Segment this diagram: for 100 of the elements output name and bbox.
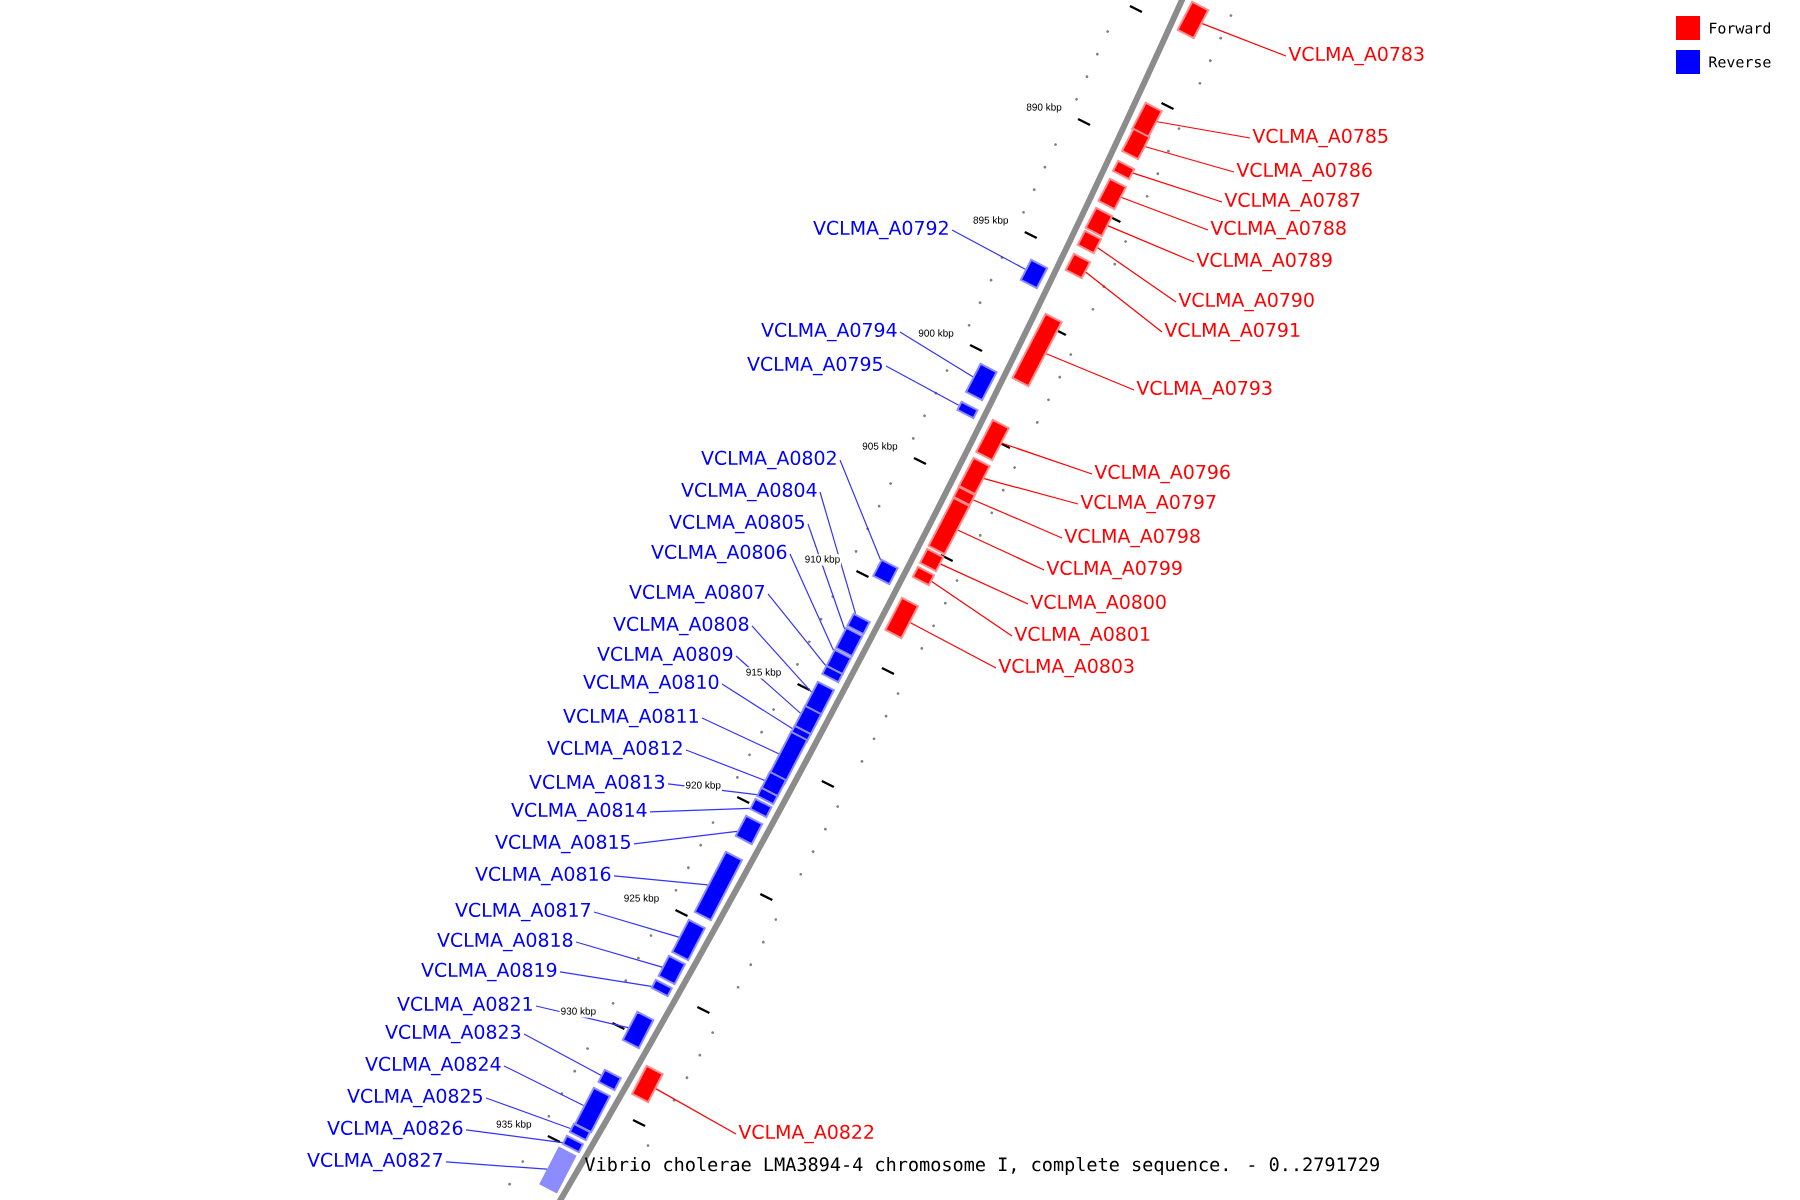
gene-block — [1084, 206, 1114, 238]
leader-line — [931, 581, 1013, 637]
leader-line — [940, 563, 1029, 605]
gene-label: VCLMA_A0823 — [385, 1024, 521, 1044]
gene-label: VCLMA_A0783 — [1288, 46, 1424, 66]
gene-label: VCLMA_A0812 — [547, 740, 682, 760]
gene-label: VCLMA_A0792 — [813, 220, 948, 240]
gene-block — [1019, 258, 1049, 290]
gene-label: VCLMA_A0794 — [761, 322, 897, 342]
gene-label: VCLMA_A0815 — [495, 834, 630, 854]
gene-label: VCLMA_A0788 — [1210, 220, 1346, 240]
leader-line — [593, 911, 680, 938]
gene-label: VCLMA_A0813 — [529, 774, 665, 794]
leader-line — [751, 625, 813, 693]
gene-label: VCLMA_A0827 — [307, 1152, 442, 1172]
leader-line — [1085, 271, 1163, 333]
gene-label: VCLMA_A0809 — [597, 646, 733, 666]
gene-label: VCLMA_A0816 — [475, 866, 611, 886]
gene-block — [621, 1010, 655, 1050]
leader-line — [559, 971, 652, 987]
gene-label: VCLMA_A0785 — [1252, 128, 1388, 148]
leader-line — [767, 593, 827, 667]
gene-block — [755, 786, 779, 806]
gene-label: VCLMA_A0803 — [998, 658, 1134, 678]
leader-line — [1201, 23, 1287, 57]
leader-line — [885, 365, 960, 406]
gene-block — [734, 814, 764, 846]
gene-label: VCLMA_A0824 — [365, 1056, 501, 1076]
gene-block — [872, 558, 899, 586]
leader-line — [701, 717, 780, 755]
gene-label: VCLMA_A0787 — [1224, 192, 1360, 212]
leader-line — [807, 523, 846, 630]
leader-line — [721, 683, 793, 730]
leader-line — [575, 941, 663, 968]
leader-line — [633, 830, 738, 845]
gene-block — [539, 1146, 577, 1194]
gene-label: VCLMA_A0817 — [455, 902, 590, 922]
leader-line — [503, 1065, 585, 1107]
gene-block — [846, 612, 871, 636]
gene-block — [748, 797, 773, 819]
leader-line — [1121, 196, 1209, 231]
leader-line — [649, 807, 750, 813]
gene-label: VCLMA_A0796 — [1094, 464, 1230, 484]
gene-block — [834, 626, 864, 658]
gene-label: VCLMA_A0808 — [613, 616, 749, 636]
gene-block — [1076, 229, 1103, 255]
leader-line — [485, 1097, 571, 1130]
leader-line — [535, 1005, 629, 1029]
leader-line — [1045, 353, 1135, 391]
gene-label: VCLMA_A0825 — [347, 1088, 482, 1108]
leader-line — [957, 529, 1045, 571]
gene-block — [793, 704, 823, 736]
gene-block — [1176, 0, 1210, 40]
leader-line — [899, 331, 974, 378]
leader-line — [983, 478, 1079, 505]
caption: Vibrio cholerae LMA3894-4 chromosome I, complete sequence. - 0..2791729 — [584, 1156, 1379, 1175]
gene-label: VCLMA_A0814 — [511, 802, 647, 822]
gene-label: VCLMA_A0821 — [397, 996, 532, 1016]
leader-line — [909, 622, 997, 669]
leader-line — [951, 229, 1026, 270]
gene-label: VCLMA_A0786 — [1236, 162, 1372, 182]
leader-line — [613, 875, 709, 886]
gene-label: VCLMA_A0811 — [563, 708, 698, 728]
leader-line — [1097, 247, 1177, 303]
gene-label: VCLMA_A0805 — [669, 514, 804, 534]
gene-block — [927, 496, 971, 556]
leader-line — [523, 1033, 602, 1076]
gene-label: VCLMA_A0810 — [583, 674, 719, 694]
leader-line — [655, 1088, 737, 1135]
leader-line — [685, 749, 766, 781]
gene-label: VCLMA_A0790 — [1178, 292, 1314, 312]
leader-line — [972, 499, 1063, 539]
gene-label: VCLMA_A0800 — [1030, 594, 1166, 614]
gene-block — [1120, 127, 1151, 161]
gene-label: VCLMA_A0802 — [701, 450, 836, 470]
gene-block — [918, 547, 945, 573]
gene-label: VCLMA_A0795 — [747, 356, 882, 376]
leader-line — [1107, 225, 1195, 263]
gene-label: VCLMA_A0793 — [1136, 380, 1272, 400]
gene-label: VCLMA_A0822 — [738, 1124, 874, 1144]
gene-label: VCLMA_A0801 — [1014, 626, 1150, 646]
gene-label: VCLMA_A0797 — [1080, 494, 1216, 514]
leader-line — [789, 553, 835, 651]
gene-block — [956, 400, 979, 420]
leader-line — [839, 459, 882, 561]
gene-label: VCLMA_A0818 — [437, 932, 573, 952]
gene-block — [1011, 312, 1063, 388]
gene-label: VCLMA_A0799 — [1046, 560, 1182, 580]
gene-block — [820, 664, 844, 684]
leader-line — [1156, 121, 1251, 139]
leader-line — [735, 655, 801, 714]
gene-label: VCLMA_A0798 — [1064, 528, 1200, 548]
leader-line — [1001, 442, 1093, 475]
gene-label: VCLMA_A0791 — [1164, 322, 1300, 342]
gene-block — [1111, 159, 1136, 181]
gene-label: VCLMA_A0807 — [629, 584, 764, 604]
gene-label: VCLMA_A0819 — [421, 962, 557, 982]
gene-label: VCLMA_A0806 — [651, 544, 787, 564]
gene-label: VCLMA_A0804 — [681, 482, 817, 502]
gene-label: VCLMA_A0789 — [1196, 252, 1332, 272]
